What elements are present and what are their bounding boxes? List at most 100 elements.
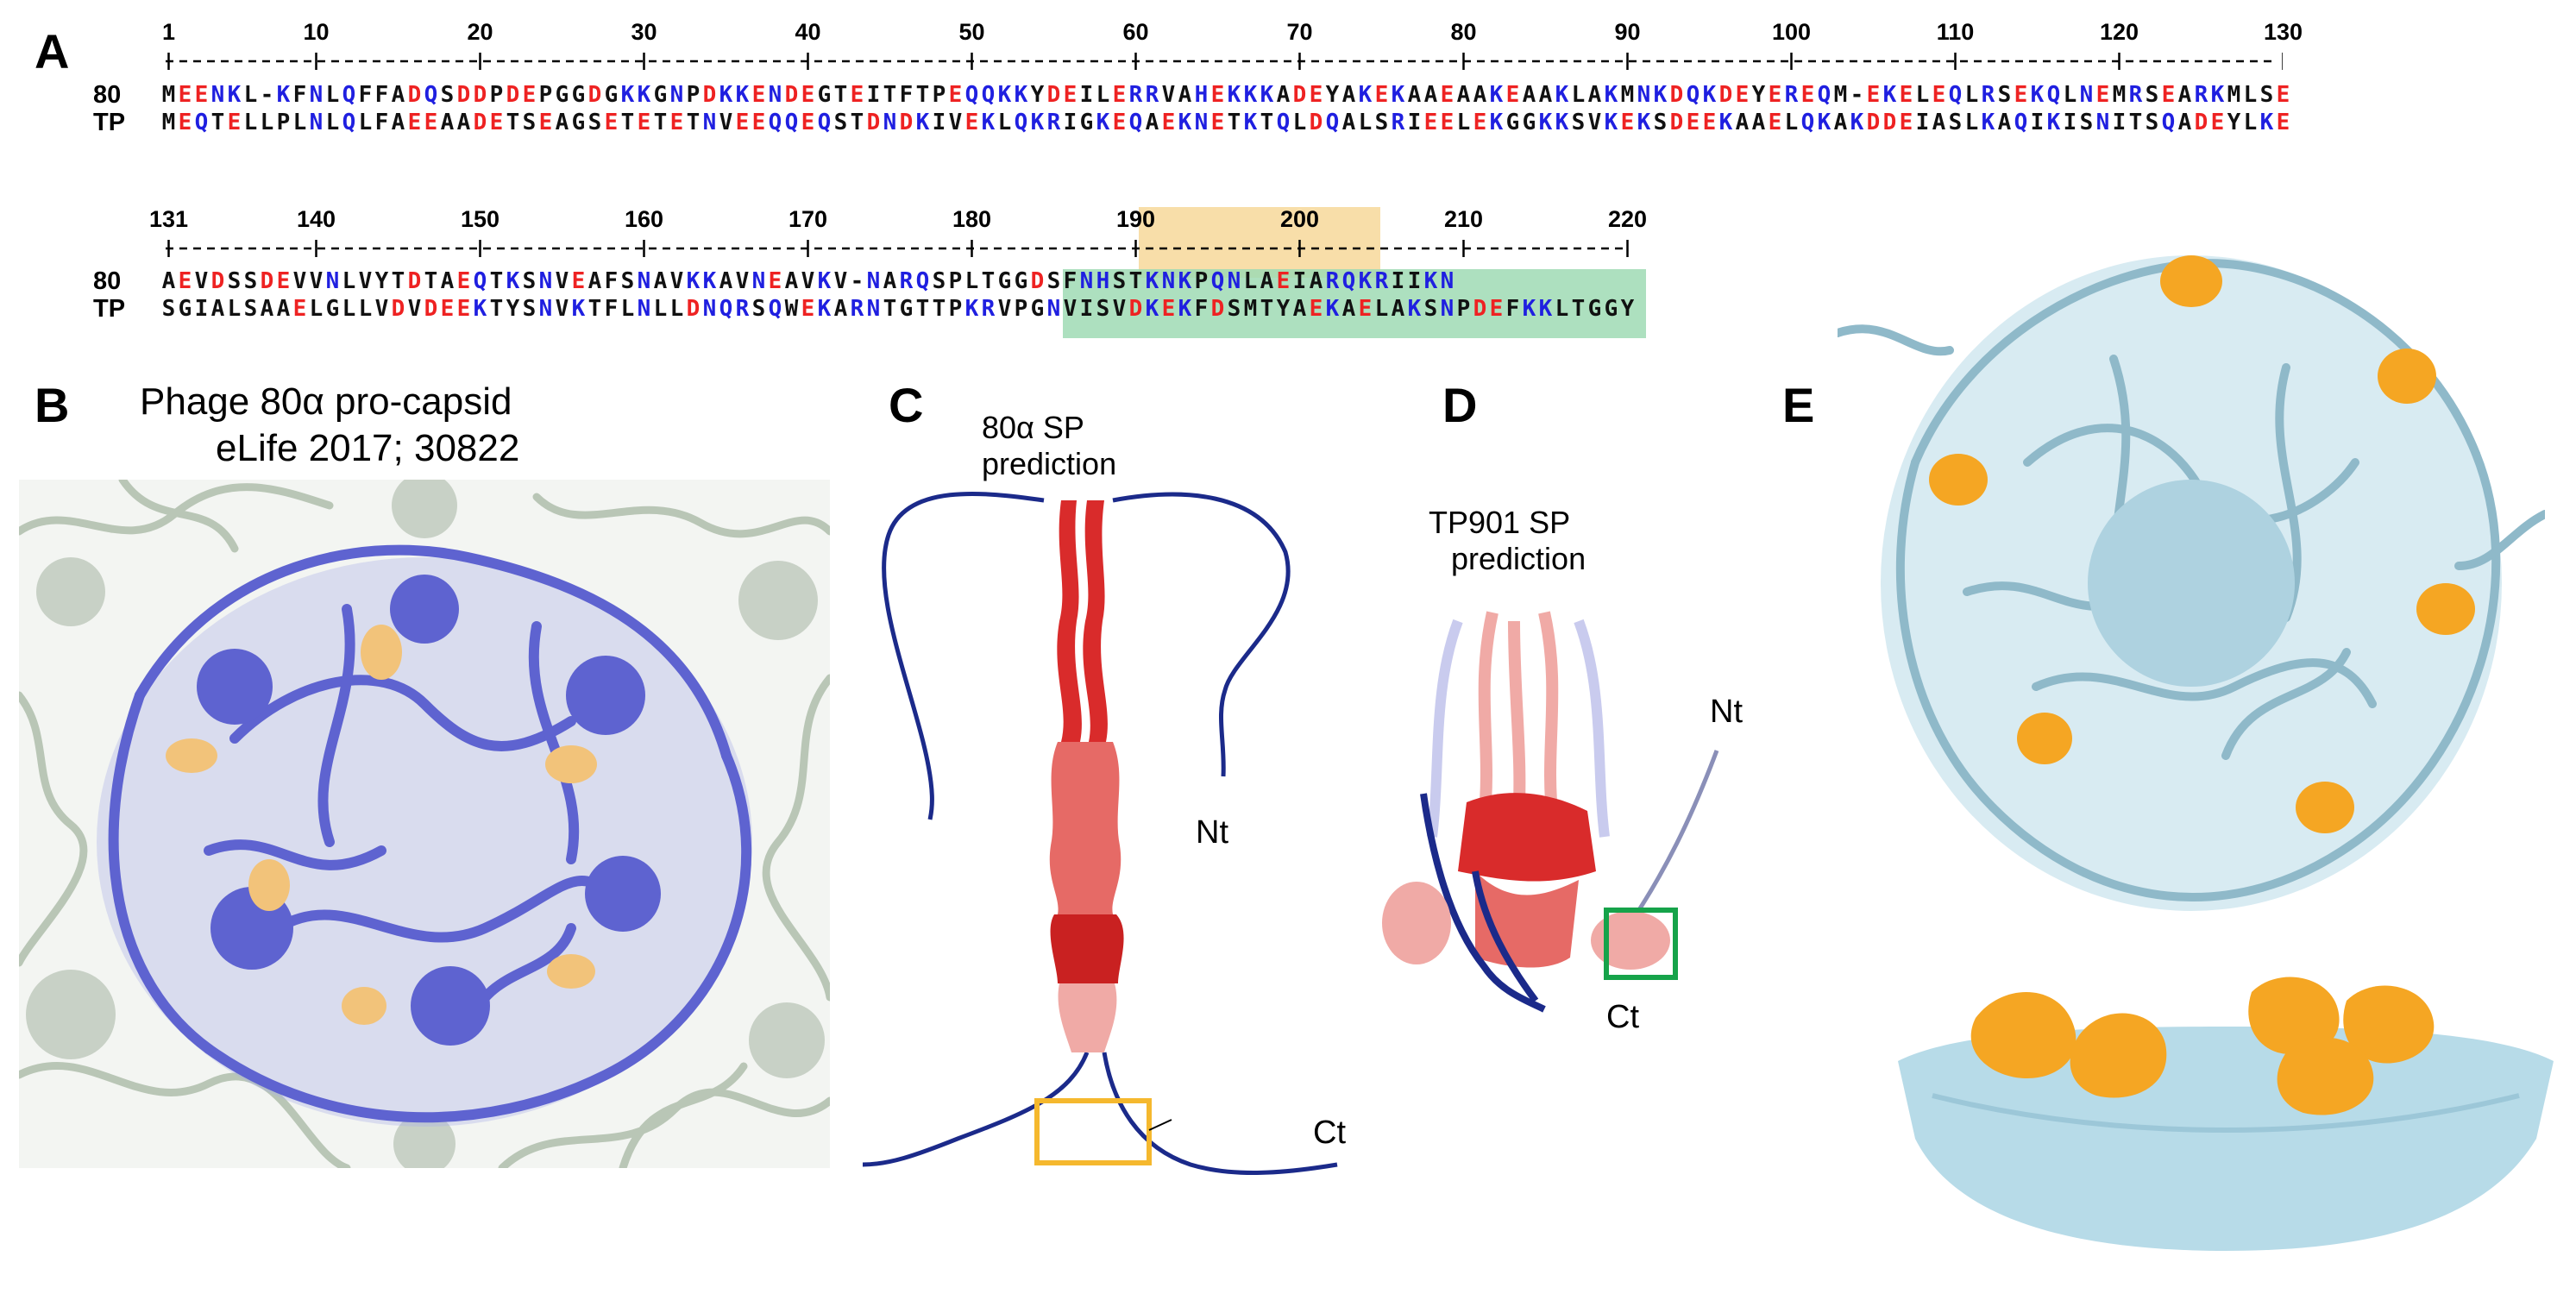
residue: E — [292, 296, 307, 322]
residue: R — [1981, 82, 1995, 108]
residue: A — [456, 110, 471, 135]
residue: L — [243, 110, 258, 135]
residue: F — [899, 82, 914, 108]
residue: N — [751, 268, 766, 294]
residue: E — [2276, 110, 2290, 135]
residue: I — [1063, 110, 1078, 135]
residue: D — [456, 82, 471, 108]
residue: S — [1374, 110, 1389, 135]
ruler-number: 90 — [1614, 19, 1641, 45]
residue: K — [1538, 296, 1553, 322]
procapsid-structure-image — [19, 480, 830, 1168]
residue: I — [194, 296, 209, 322]
residue: M — [161, 110, 176, 135]
ruler-number: 80 — [1450, 19, 1477, 45]
residue: K — [276, 82, 291, 108]
residue: K — [1882, 82, 1897, 108]
residue: K — [1178, 268, 1192, 294]
residue: K — [964, 296, 979, 322]
residue: E — [1735, 82, 1750, 108]
residue: L — [342, 296, 356, 322]
residue: E — [1358, 296, 1373, 322]
residue: P — [948, 268, 963, 294]
residue: D — [1309, 110, 1323, 135]
residue: E — [669, 110, 684, 135]
residue: D — [1030, 268, 1045, 294]
panel-b-title-line-2: eLife 2017; 30822 — [216, 427, 520, 469]
residue: V — [833, 268, 848, 294]
residue: A — [391, 110, 405, 135]
residue: A — [210, 296, 225, 322]
residue: L — [2243, 82, 2258, 108]
residue: A — [1423, 82, 1438, 108]
residue: E — [1620, 110, 1635, 135]
ruler-number: 70 — [1286, 19, 1313, 45]
residue: D — [1128, 296, 1143, 322]
residue: N — [2095, 110, 2110, 135]
residue: - — [1850, 82, 1864, 108]
residue: T — [915, 82, 930, 108]
residue: V — [292, 268, 307, 294]
residue: N — [866, 268, 881, 294]
residue: F — [374, 110, 389, 135]
residue: R — [1784, 82, 1799, 108]
residue: E — [1161, 296, 1176, 322]
residue: S — [243, 296, 258, 322]
residue: E — [2161, 82, 2176, 108]
residue: A — [653, 268, 668, 294]
residue: T — [1260, 296, 1274, 322]
residue: Q — [768, 296, 782, 322]
residue: E — [1768, 82, 1782, 108]
panel-label-c: C — [889, 378, 924, 432]
residue: L — [669, 296, 684, 322]
residue: S — [1096, 296, 1110, 322]
residue: R — [1145, 82, 1159, 108]
residue: K — [1391, 82, 1405, 108]
residue: A — [440, 110, 455, 135]
residue: Y — [1030, 82, 1045, 108]
residue: P — [1194, 268, 1209, 294]
residue: T — [1571, 296, 1586, 322]
residue: E — [2276, 82, 2290, 108]
residue: E — [735, 110, 750, 135]
residue: V — [735, 268, 750, 294]
residue: L — [1374, 296, 1389, 322]
residue: V — [407, 296, 422, 322]
residue: E — [1210, 82, 1225, 108]
ruler-number: 210 — [1443, 206, 1484, 232]
residue: S — [522, 268, 537, 294]
residue: T — [883, 82, 897, 108]
residue: K — [1489, 110, 1504, 135]
residue: K — [719, 82, 733, 108]
residue: E — [751, 110, 766, 135]
panel-c-ct-label: Ct — [1313, 1115, 1346, 1151]
residue: Q — [473, 268, 487, 294]
residue: L — [325, 110, 340, 135]
residue: V — [358, 268, 373, 294]
residue: N — [1161, 268, 1176, 294]
residue: T — [833, 82, 848, 108]
residue: E — [2014, 82, 2028, 108]
residue: P — [1014, 296, 1028, 322]
residue: M — [2227, 82, 2241, 108]
residue: I — [2112, 110, 2127, 135]
residue: R — [981, 296, 996, 322]
residue: Q — [1128, 110, 1143, 135]
residue: A — [719, 268, 733, 294]
residue: A — [1456, 82, 1471, 108]
residue: A — [391, 82, 405, 108]
residue: K — [735, 82, 750, 108]
residue: A — [1260, 268, 1274, 294]
row-name-80-block-2: 80 — [93, 267, 122, 295]
residue: K — [1407, 296, 1422, 322]
residue: A — [1391, 296, 1405, 322]
residue: N — [637, 296, 651, 322]
residue: D — [2194, 110, 2208, 135]
residue: K — [1423, 268, 1438, 294]
residue: D — [1473, 296, 1487, 322]
residue: E — [801, 296, 815, 322]
residue: W — [784, 296, 799, 322]
residue: L — [1096, 82, 1110, 108]
residue: G — [653, 82, 668, 108]
residue: E — [1276, 268, 1291, 294]
